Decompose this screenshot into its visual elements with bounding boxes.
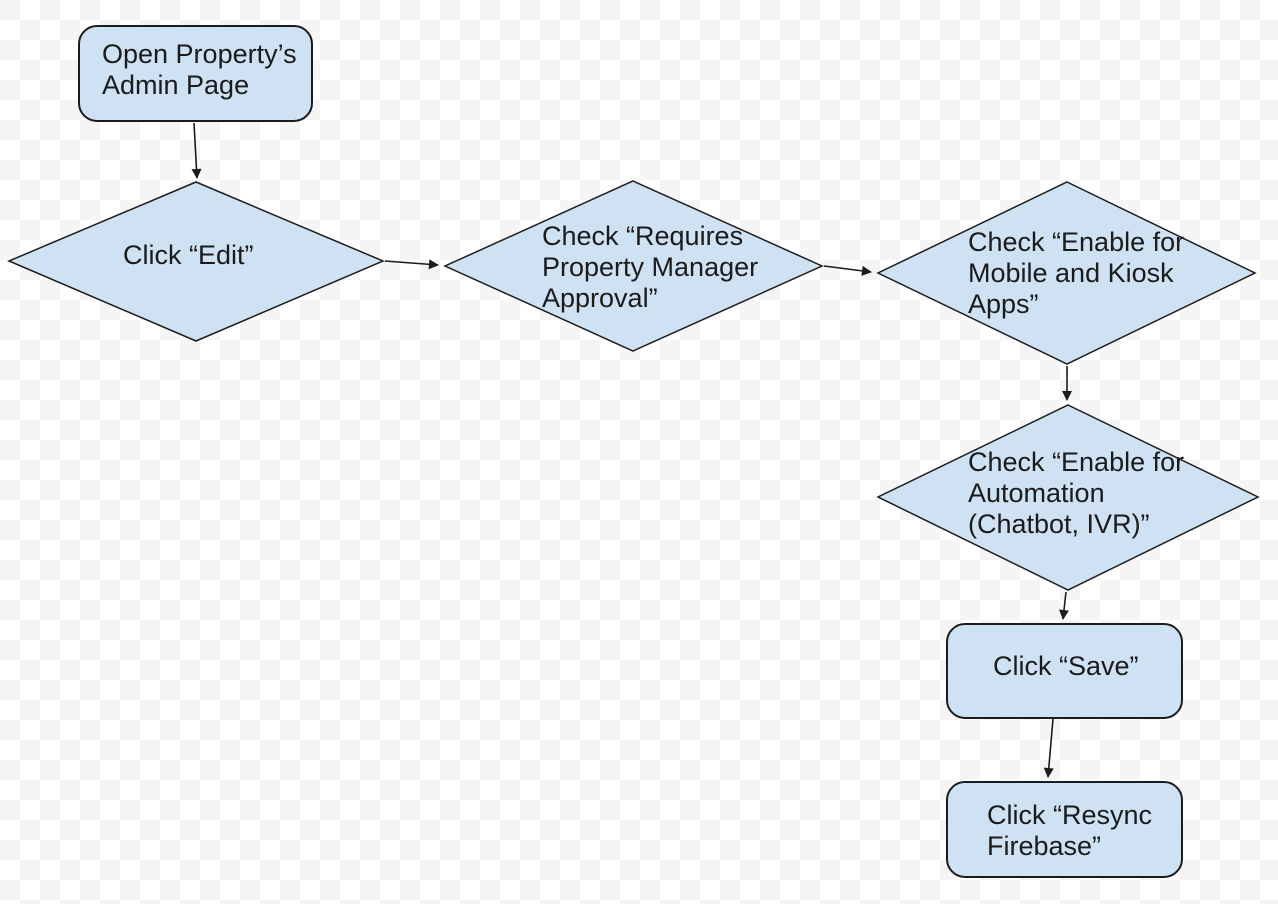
node-click-edit: [7, 181, 385, 342]
node-click-save: [946, 623, 1183, 719]
node-check-enable-automation-label: Check “Enable for Automation (Chatbot, I…: [968, 447, 1185, 539]
edge-check-requires-to-check-mobile: [823, 265, 872, 276]
edge-click-save-to-resync-firebase: [1043, 718, 1054, 778]
node-check-enable-mobile-kiosk-label: Check “Enable for Mobile and Kiosk Apps”: [968, 227, 1185, 319]
node-click-resync-firebase-label: Click “Resync Firebase”: [987, 800, 1153, 861]
edge-open-admin-to-click-edit: [191, 122, 202, 179]
node-check-enable-mobile-kiosk: [876, 181, 1257, 365]
node-open-admin-page: [78, 25, 313, 122]
node-click-resync-firebase: [946, 781, 1183, 878]
edge-click-edit-to-check-requires: [384, 259, 439, 270]
node-check-requires-pm-approval-label: Check “Requires Property Manager Approva…: [542, 221, 759, 313]
node-check-requires-pm-approval: [443, 180, 824, 352]
node-click-save-label: Click “Save”: [993, 651, 1139, 681]
edge-check-automation-to-click-save: [1059, 591, 1069, 620]
node-check-enable-automation: [876, 404, 1260, 591]
node-click-edit-label: Click “Edit”: [123, 240, 254, 270]
node-open-admin-page-label: Open Property’s Admin Page: [102, 39, 297, 100]
